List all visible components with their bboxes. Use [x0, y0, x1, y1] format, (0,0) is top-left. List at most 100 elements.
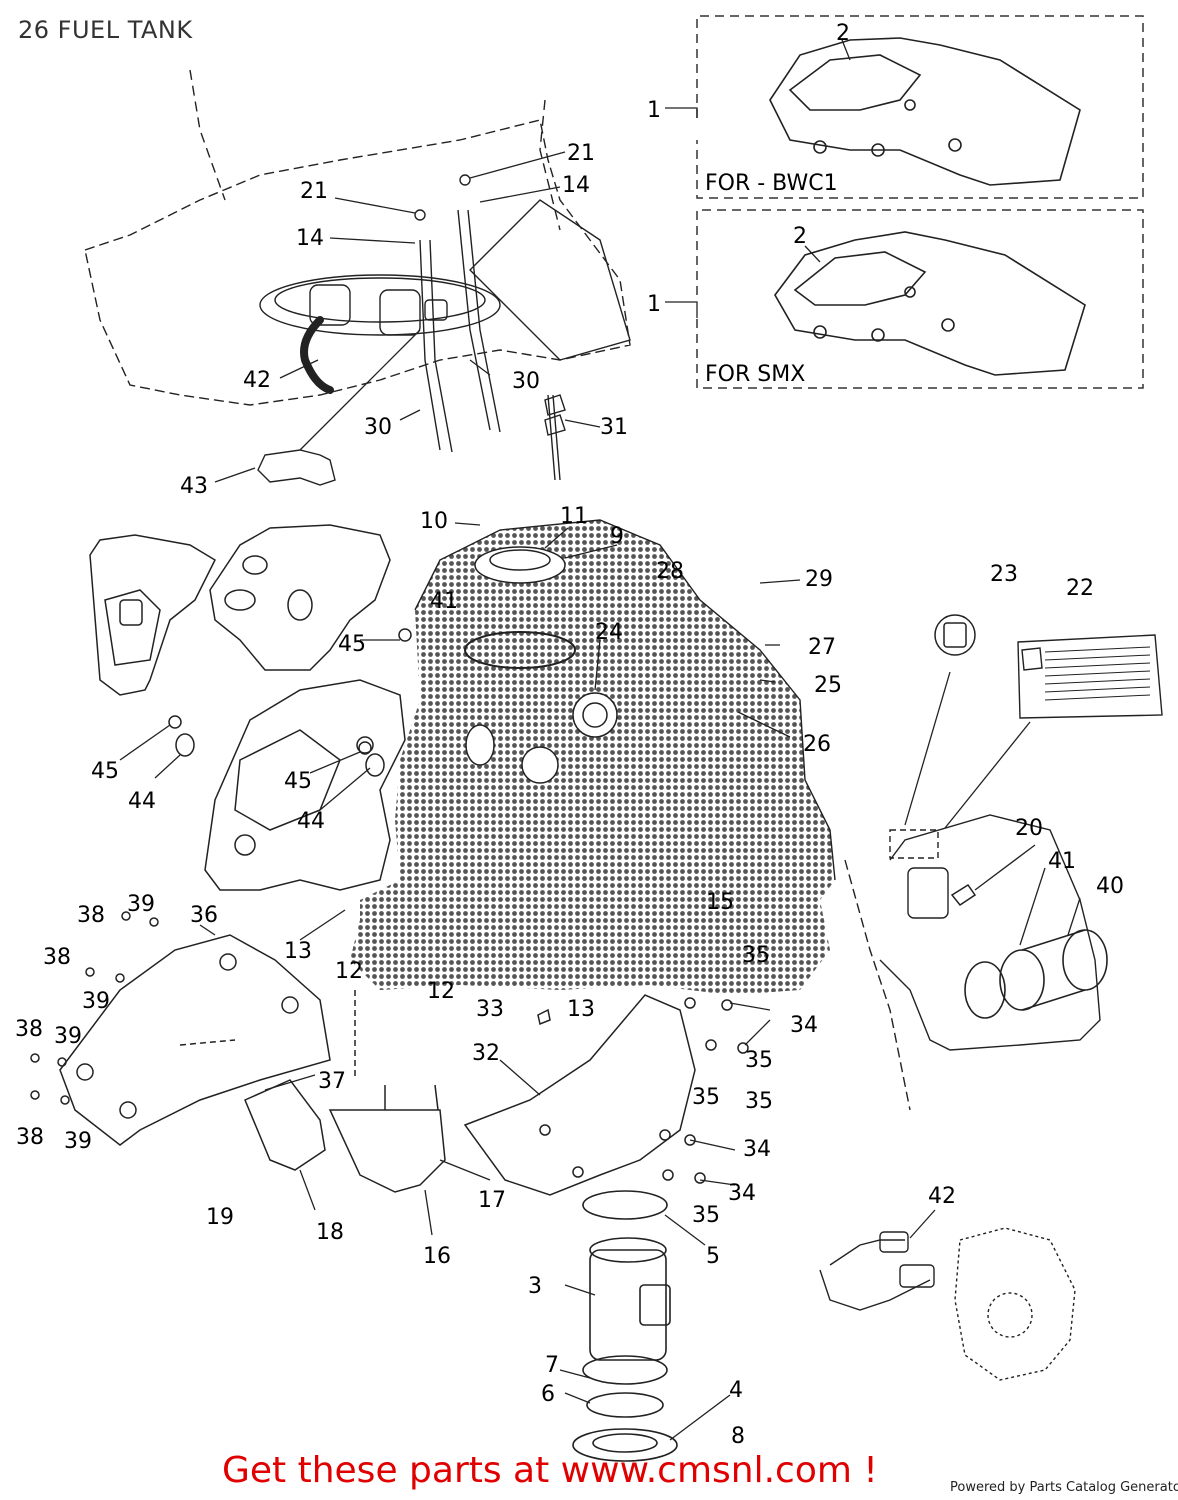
callout-44: 44: [297, 809, 325, 834]
callout-35: 35: [692, 1203, 720, 1228]
fuel-pump-3: [572, 1190, 678, 1462]
callout-8: 8: [731, 1424, 745, 1449]
variant-box-smx: [696, 209, 1144, 389]
callout-2: 2: [793, 224, 807, 249]
clip-part-31: [544, 394, 566, 481]
callout-31: 31: [600, 415, 628, 440]
fitting-20: [950, 883, 977, 907]
callout-9: 9: [610, 524, 624, 549]
callout-38: 38: [43, 945, 71, 970]
callout-12: 12: [427, 979, 455, 1004]
callout-17: 17: [478, 1188, 506, 1213]
callout-38: 38: [77, 903, 105, 928]
callout-12: 12: [335, 959, 363, 984]
callout-13: 13: [567, 997, 595, 1022]
callout-39: 39: [82, 989, 110, 1014]
leader-lines: [119, 39, 1081, 1441]
callout-35: 35: [692, 1085, 720, 1110]
callout-24: 24: [595, 620, 623, 645]
warning-sticker-23: [934, 614, 976, 656]
hull-top-assembly: [84, 69, 631, 406]
callout-45: 45: [338, 632, 366, 657]
page-title: 26 FUEL TANK: [18, 16, 193, 44]
callout-3: 3: [528, 1274, 542, 1299]
callout-34: 34: [743, 1137, 771, 1162]
callout-labels: 1 1 2 2 21 21 14 14 42 30 30 31 43 10 11…: [15, 21, 1124, 1449]
callout-28: 28: [656, 559, 684, 584]
callout-43: 43: [180, 474, 208, 499]
callout-33: 33: [476, 997, 504, 1022]
callout-44: 44: [128, 789, 156, 814]
callout-25: 25: [814, 673, 842, 698]
callout-35: 35: [745, 1089, 773, 1114]
callout-15: 15: [706, 890, 734, 915]
callout-34: 34: [790, 1013, 818, 1038]
bottom-plate-36: [30, 911, 331, 1146]
bracket-part-43: [257, 449, 336, 486]
callout-10: 10: [420, 509, 448, 534]
powered-by-note: Powered by Parts Catalog Generator: [950, 1480, 1178, 1495]
callout-5: 5: [706, 1244, 720, 1269]
bracket-18: [244, 1079, 326, 1171]
callout-35: 35: [742, 943, 770, 968]
cover-part-bwc1: [769, 37, 1081, 186]
variant-box-bwc1: [696, 15, 1144, 199]
callout-21: 21: [567, 141, 595, 166]
callout-27: 27: [808, 635, 836, 660]
callout-6: 6: [541, 1382, 555, 1407]
washers-45-44: [168, 628, 412, 777]
callout-22: 22: [1066, 576, 1094, 601]
label-plate-22: [1017, 634, 1163, 719]
callout-19: 19: [206, 1205, 234, 1230]
callout-45: 45: [91, 759, 119, 784]
callout-45: 45: [284, 769, 312, 794]
callout-32: 32: [472, 1041, 500, 1066]
callout-39: 39: [127, 892, 155, 917]
hose-assembly-42: [819, 1227, 1076, 1381]
variant-label-bwc1: FOR - BWC1: [705, 171, 838, 196]
callout-16: 16: [423, 1244, 451, 1269]
callout-14: 14: [296, 226, 324, 251]
callout-30: 30: [364, 415, 392, 440]
callout-1: 1: [647, 292, 661, 317]
callout-39: 39: [54, 1024, 82, 1049]
hull-right-section: [844, 814, 1101, 1111]
callout-29: 29: [805, 567, 833, 592]
bracket-16: [328, 990, 446, 1193]
callout-34: 34: [728, 1181, 756, 1206]
callout-42: 42: [928, 1184, 956, 1209]
fuel-tank-body: [350, 519, 836, 995]
callout-11: 11: [560, 504, 588, 529]
tank-bottom-32: [463, 994, 749, 1196]
callout-23: 23: [990, 562, 1018, 587]
callout-41: 41: [430, 589, 458, 614]
breather-hoses-30: [414, 174, 501, 453]
cover-part-smx: [774, 231, 1086, 376]
callout-36: 36: [190, 903, 218, 928]
callout-42: 42: [243, 368, 271, 393]
callout-14: 14: [562, 173, 590, 198]
callout-1: 1: [647, 98, 661, 123]
callout-35: 35: [745, 1048, 773, 1073]
callout-39: 39: [64, 1129, 92, 1154]
callout-38: 38: [16, 1125, 44, 1150]
callout-18: 18: [316, 1220, 344, 1245]
variant-label-smx: FOR SMX: [705, 362, 805, 387]
callout-4: 4: [729, 1378, 743, 1403]
callout-7: 7: [545, 1353, 559, 1378]
filter-cylinder-40: [964, 929, 1108, 1019]
callout-2: 2: [836, 21, 850, 46]
callout-30: 30: [512, 369, 540, 394]
callout-40: 40: [1096, 874, 1124, 899]
callout-13: 13: [284, 939, 312, 964]
callout-37: 37: [318, 1069, 346, 1094]
side-cover-right: [209, 524, 391, 671]
get-parts-link[interactable]: Get these parts at www.cmsnl.com !: [222, 1450, 878, 1491]
callout-21: 21: [300, 179, 328, 204]
callout-38: 38: [15, 1017, 43, 1042]
callout-41: 41: [1048, 849, 1076, 874]
side-cover-left: [89, 534, 216, 696]
callout-26: 26: [803, 732, 831, 757]
